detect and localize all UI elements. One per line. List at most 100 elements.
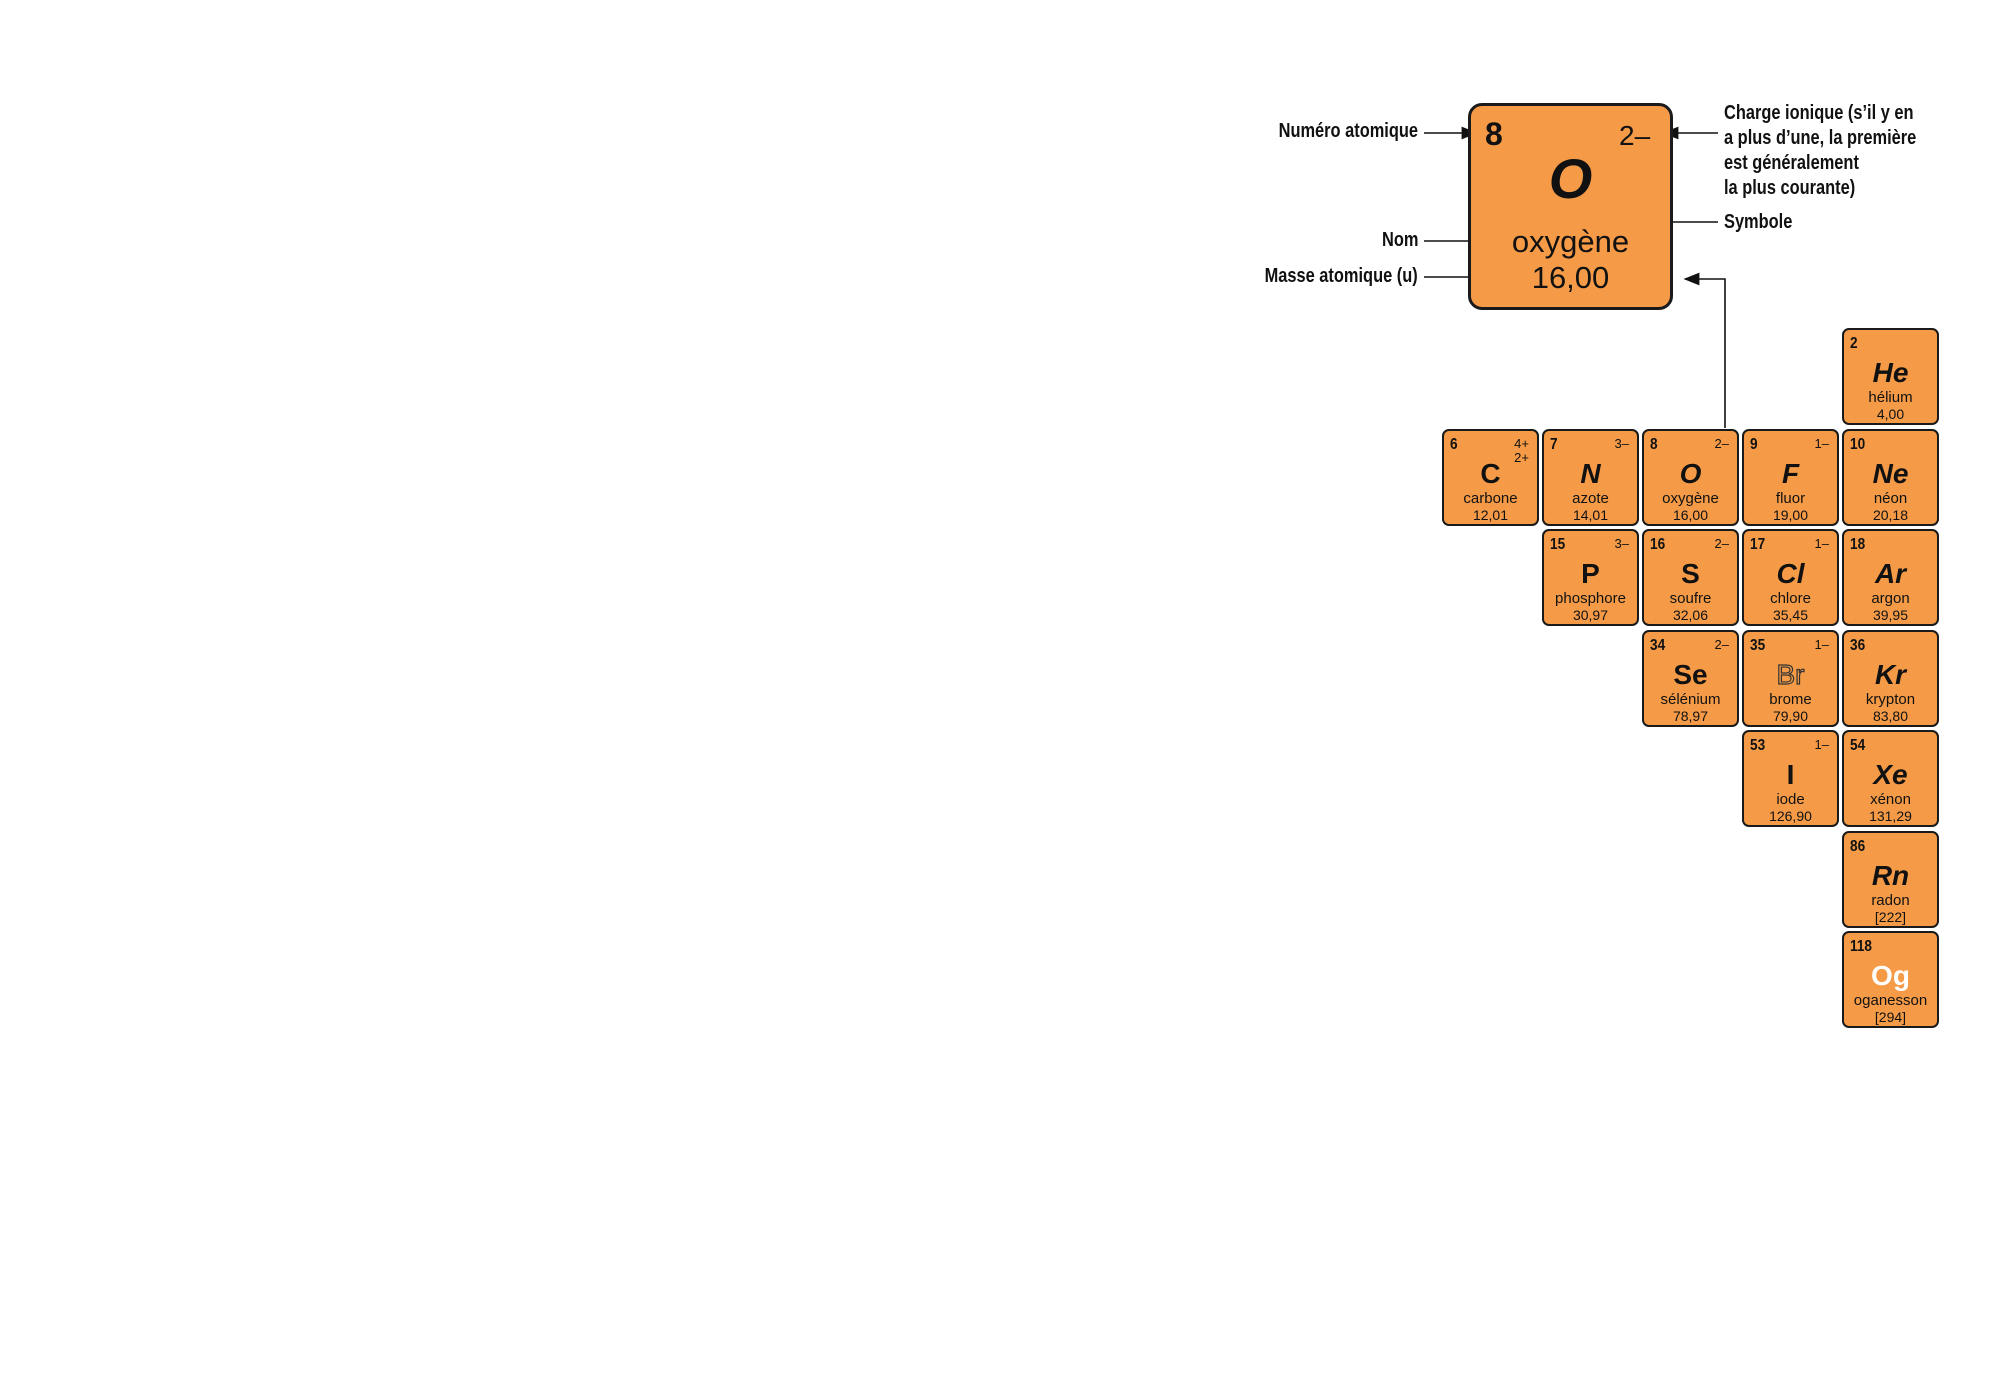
element-atomic-number: 8	[1650, 435, 1658, 453]
element-name: chlore	[1770, 590, 1811, 607]
element-symbol: He	[1872, 357, 1909, 388]
element-charge: 3–	[1614, 435, 1629, 451]
element-symbol: Ar	[1874, 558, 1907, 589]
legend-mass: 16,00	[1531, 260, 1610, 295]
element-mass: 19,00	[1772, 506, 1809, 523]
element-atomic-number: 118	[1850, 938, 1872, 955]
element-atomic-number: 35	[1750, 636, 1766, 654]
element-mass: 39,95	[1872, 607, 1909, 623]
element-symbol: I	[1786, 759, 1795, 790]
element-atomic-number: 16	[1650, 536, 1666, 553]
legend-charge: 2–	[1619, 120, 1651, 151]
label-charge-line-1: Charge ionique (s’il y en	[1724, 102, 1914, 124]
element-symbol: Xe	[1873, 759, 1908, 790]
element-name: brome	[1769, 690, 1812, 708]
element-mass: 12,01	[1472, 506, 1509, 523]
element-charge: 1–	[1814, 536, 1829, 551]
element-atomic-number: 9	[1750, 435, 1758, 453]
element-symbol: Se	[1673, 658, 1708, 690]
element-name: néon	[1873, 489, 1908, 507]
element-mass: 78,97	[1672, 707, 1709, 724]
element-atomic-number: 6	[1450, 435, 1458, 453]
element-atomic-number: 36	[1850, 636, 1866, 654]
element-name: azote	[1572, 489, 1609, 507]
element-symbol: Og	[1871, 960, 1910, 991]
element-atomic-number: 10	[1850, 435, 1866, 453]
element-symbol: O	[1679, 457, 1702, 489]
element-mass: 14,01	[1572, 506, 1609, 523]
element-mass: 79,90	[1772, 707, 1809, 724]
element-mass: 4,00	[1876, 406, 1905, 422]
element-name: phosphore	[1555, 590, 1626, 607]
element-name: radon	[1871, 891, 1910, 909]
element-mass: 20,18	[1872, 506, 1909, 523]
legend-key-cell: 8 2– O oxygène 16,00	[1468, 103, 1673, 310]
legend-name: oxygène	[1511, 224, 1630, 259]
label-charge-line-3: est généralement	[1724, 152, 1859, 174]
element-charge: 4+ 2+	[1514, 435, 1529, 465]
element-charge: 1–	[1814, 737, 1829, 752]
element-symbol: Br	[1776, 658, 1805, 690]
element-name: iode	[1776, 791, 1805, 808]
element-symbol: N	[1580, 457, 1601, 489]
element-mass: 131,29	[1869, 808, 1912, 824]
label-charge-line-2: a plus d’une, la première	[1724, 127, 1917, 149]
label-symbol: Symbole	[1724, 211, 1793, 233]
element-atomic-number: 7	[1550, 435, 1558, 453]
element-charge: 2–	[1714, 636, 1729, 652]
element-symbol: F	[1781, 457, 1800, 489]
element-atomic-number: 53	[1750, 737, 1766, 754]
element-mass: 126,90	[1769, 808, 1812, 824]
element-charge: 2–	[1714, 435, 1729, 451]
element-name: soufre	[1669, 590, 1712, 607]
element-symbol: Ne	[1872, 457, 1909, 489]
label-charge-line-4: la plus courante)	[1724, 177, 1856, 199]
element-mass: [294]	[1874, 1009, 1907, 1025]
element-symbol: C	[1480, 457, 1501, 489]
element-name: krypton	[1865, 690, 1916, 708]
label-atomic-mass: Masse atomique (u)	[1264, 265, 1418, 287]
element-atomic-number: 18	[1850, 536, 1866, 553]
element-symbol: Cl	[1776, 558, 1805, 589]
element-name: carbone	[1463, 489, 1518, 507]
legend-symbol: O	[1548, 147, 1593, 210]
element-name: oxygène	[1662, 489, 1719, 507]
element-name: oganesson	[1853, 992, 1928, 1009]
element-symbol: Kr	[1874, 658, 1907, 690]
element-charge: 1–	[1814, 636, 1829, 652]
element-atomic-number: 86	[1850, 837, 1866, 855]
element-mass: 16,00	[1672, 506, 1709, 523]
element-symbol: S	[1681, 558, 1700, 589]
element-mass: 30,97	[1572, 607, 1609, 623]
element-charge: 3–	[1614, 536, 1629, 551]
label-atomic-number: Numéro atomique	[1278, 120, 1418, 142]
element-atomic-number: 34	[1650, 636, 1666, 654]
element-atomic-number: 15	[1550, 536, 1566, 553]
element-mass: [222]	[1874, 908, 1907, 925]
element-symbol: Rn	[1871, 859, 1910, 891]
element-atomic-number: 2	[1850, 335, 1858, 352]
element-name: hélium	[1868, 389, 1913, 406]
element-atomic-number: 54	[1850, 737, 1866, 754]
element-mass: 83,80	[1872, 707, 1909, 724]
label-name: Nom	[1381, 229, 1418, 251]
arrow-oxygen-cell	[1683, 272, 1726, 428]
element-charge: 2–	[1714, 536, 1729, 551]
element-name: argon	[1871, 590, 1910, 607]
element-symbol: P	[1581, 558, 1600, 589]
